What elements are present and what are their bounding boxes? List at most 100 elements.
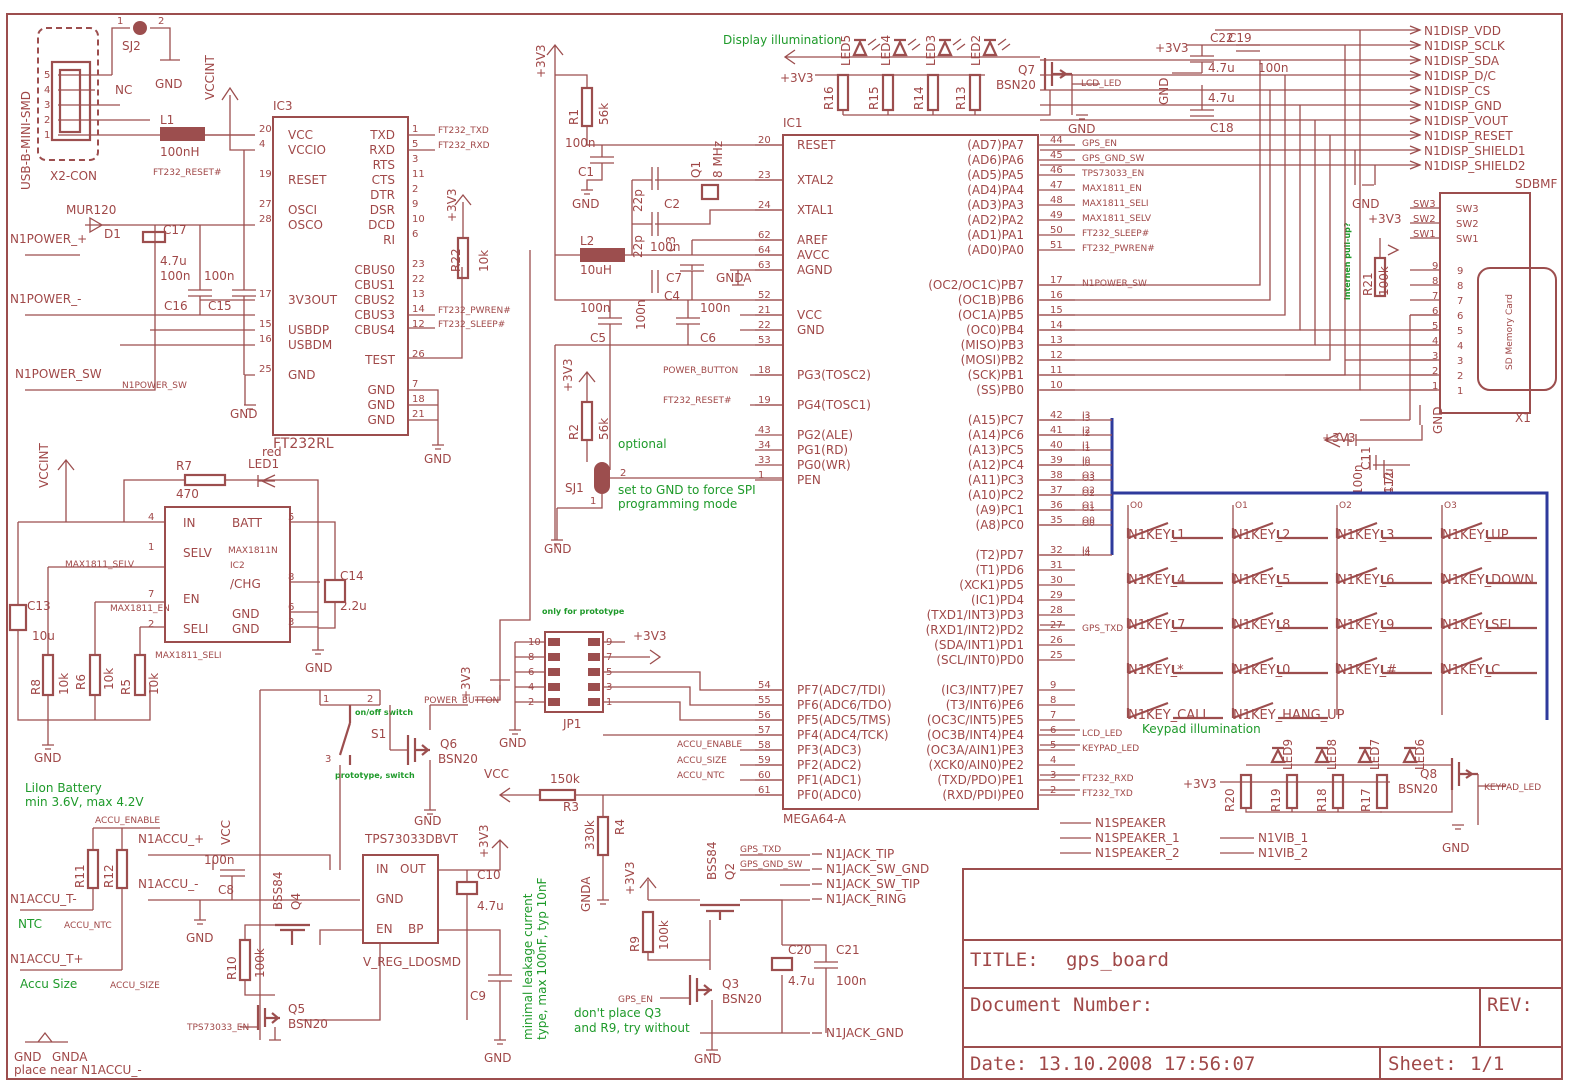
mcu-right-pin-name: (SCK)PB1 <box>968 368 1024 382</box>
svg-text:ACCU_SIZE: ACCU_SIZE <box>110 981 160 991</box>
svg-text:GND: GND <box>544 542 572 556</box>
svg-text:7: 7 <box>148 589 154 600</box>
svg-text:3: 3 <box>288 617 294 628</box>
keypad-led-ref: LED6 <box>1413 739 1427 770</box>
svg-text:100k: 100k <box>253 948 267 978</box>
svg-text:C20: C20 <box>788 943 812 957</box>
keypad-led-ref: LED8 <box>1325 739 1339 770</box>
ft232-left-pin-num: 16 <box>259 334 272 345</box>
mcu-right-net-label: FT232_PWREN# <box>1082 244 1155 254</box>
svg-text:IN: IN <box>376 862 389 876</box>
inductor-l1 <box>160 127 205 141</box>
svg-text:MAX1811_SELI: MAX1811_SELI <box>155 651 222 661</box>
svg-text:minimal leakage current: minimal leakage current <box>521 893 535 1040</box>
mcu-right-net-label: O0 <box>1082 519 1095 529</box>
svg-text:+3V3: +3V3 <box>633 629 667 643</box>
mcu-part: MEGA64-A <box>783 812 847 826</box>
svg-text:GNDA: GNDA <box>579 876 593 912</box>
keypad-led-ref: LED9 <box>1281 739 1295 770</box>
mcu-right-pin-num: 44 <box>1050 135 1063 146</box>
svg-text:D1: D1 <box>104 227 121 241</box>
ft232-part: FT232RL <box>273 436 334 452</box>
jp1-pin <box>548 638 560 646</box>
mcu-left-pin-name: PF5(ADC5/TMS) <box>797 713 891 727</box>
svg-text:8: 8 <box>288 572 294 583</box>
sd-pin-name: 1 <box>1457 386 1463 397</box>
mosfet-q5 <box>256 1005 280 1030</box>
svg-text:OUT: OUT <box>400 862 426 876</box>
display-resistor-ref: R16 <box>822 86 836 110</box>
svg-text:10k: 10k <box>57 673 71 695</box>
keypad-key-label: N1KEY_UP <box>1442 528 1509 543</box>
svg-text:100k: 100k <box>657 920 671 950</box>
keypad-resistor <box>1285 773 1299 810</box>
usb-ref: X2-CON <box>50 169 97 183</box>
mcu-right-pin-name: (RXD1/INT2)PD2 <box>926 623 1024 637</box>
ft232-right-pin-num: 5 <box>412 139 418 150</box>
tps73033-chip: TPS73033DBVT IN OUT GND EN BP V_REG_LDOS… <box>362 832 461 969</box>
svg-text:+3V3: +3V3 <box>780 71 814 85</box>
svg-text:GND: GND <box>1352 197 1380 211</box>
svg-text:KEYPAD_LED: KEYPAD_LED <box>1484 783 1541 793</box>
ft232-right-pin-num: 9 <box>412 199 418 210</box>
svg-text:100nH: 100nH <box>160 145 200 159</box>
display-resistor <box>881 73 895 112</box>
svg-text:JP1: JP1 <box>562 717 581 731</box>
svg-text:ACCU_ENABLE: ACCU_ENABLE <box>677 740 742 750</box>
svg-text:X1: X1 <box>1515 411 1531 425</box>
keypad-led-icon <box>1270 746 1286 764</box>
ft232-left-pin-name: 3V3OUT <box>288 293 338 307</box>
ft232-left-pin-num: 28 <box>259 214 272 225</box>
mcu-left-pin-num: 53 <box>758 335 771 346</box>
usb-pin-4: 4 <box>44 85 50 96</box>
svg-text:GND: GND <box>1068 122 1096 136</box>
svg-text:SDBMF: SDBMF <box>1515 177 1557 191</box>
mcu-left-pin-num: 52 <box>758 290 771 301</box>
svg-text:FT232_TXD: FT232_TXD <box>438 126 489 136</box>
svg-text:N1ACCU_T-: N1ACCU_T- <box>10 892 77 906</box>
mcu-right-net-label: MAX1811_EN <box>1082 184 1142 194</box>
svg-text:R11: R11 <box>73 864 87 888</box>
svg-text:GPS_GND_SW: GPS_GND_SW <box>740 860 802 870</box>
ft232-right-pin-name: GND <box>367 383 395 397</box>
keypad-illumination-label: Keypad illumination <box>1142 722 1261 736</box>
mcu-right-pin-num: 42 <box>1050 410 1063 421</box>
svg-text:100n: 100n <box>634 299 648 330</box>
conn-n1power-plus: N1POWER_+ <box>10 232 87 246</box>
svg-text:100k: 100k <box>1377 266 1391 296</box>
svg-text:V_REG_LDOSMD: V_REG_LDOSMD <box>363 955 461 969</box>
sd-pin-num: 7 <box>1432 291 1438 302</box>
display-net-label: N1DISP_SCLK <box>1424 39 1506 53</box>
svg-text:GND: GND <box>1431 406 1445 434</box>
svg-text:C12: C12 <box>1382 471 1396 495</box>
display-resistor-ref: R13 <box>954 86 968 110</box>
keypad-bus-label: I4 <box>1082 546 1091 556</box>
svg-text:4.7u: 4.7u <box>160 254 187 268</box>
usb-nc-label: NC <box>115 83 132 97</box>
svg-text:4.7u: 4.7u <box>1208 91 1235 105</box>
speaker-net-label: N1VIB_2 <box>1258 846 1308 860</box>
ft232-right-pin-name: CBUS4 <box>354 323 395 337</box>
mcu-right-net-label: KEYPAD_LED <box>1082 744 1139 754</box>
mcu-right-pin-name: (SCL/INT0)PD0 <box>936 653 1024 667</box>
mcu-right-pin-num: 49 <box>1050 210 1063 221</box>
svg-text:TPS73033_EN: TPS73033_EN <box>186 1023 249 1033</box>
mcu-left-pin-num: 1 <box>758 470 764 481</box>
keypad-key-label: N1KEY_DOWN <box>1442 573 1534 588</box>
keypad-bus-label: I0 <box>1082 456 1091 466</box>
display-led-rays <box>997 38 1011 51</box>
mcu-right-net-label: FT232_RXD <box>1082 774 1134 784</box>
usb-pin-3: 3 <box>44 100 50 111</box>
svg-text:POWER_BUTTON: POWER_BUTTON <box>424 696 499 706</box>
sd-sw-name: SW2 <box>1456 219 1479 230</box>
svg-text:3: 3 <box>325 754 331 765</box>
keypad-key-label: N1KEY_C <box>1442 663 1500 678</box>
display-net-label: N1DISP_SHIELD2 <box>1424 159 1526 173</box>
sd-pin-name: 2 <box>1457 371 1463 382</box>
mcu-left-pin-num: 61 <box>758 785 771 796</box>
mcu-right-pin-name: (OC2/OC1C)PB7 <box>928 278 1024 292</box>
svg-text:R1: R1 <box>567 109 581 125</box>
cap-c10 <box>455 880 479 896</box>
ft232-left-pin-num: 4 <box>259 139 265 150</box>
svg-text:C9: C9 <box>470 989 486 1003</box>
